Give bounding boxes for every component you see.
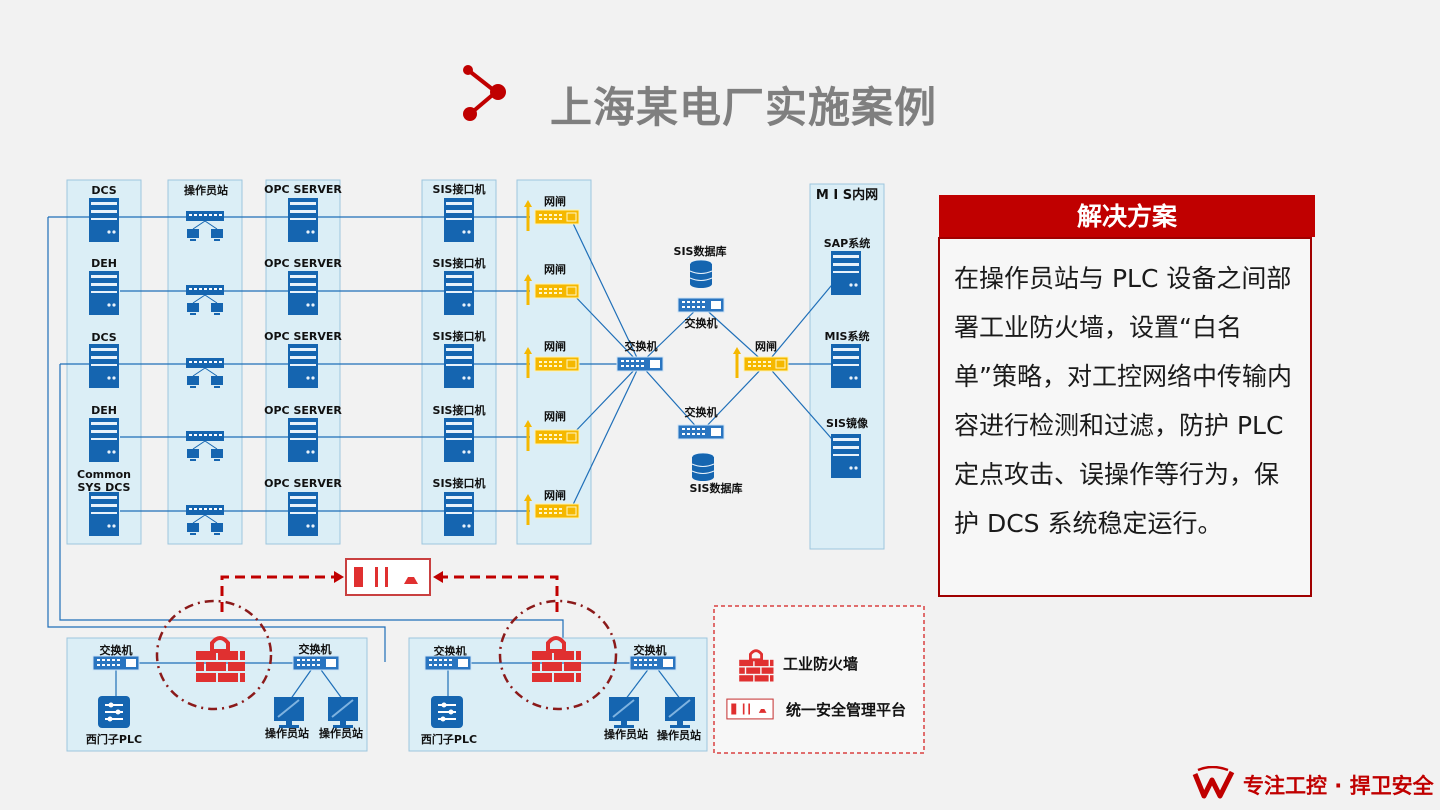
operator-station-label: 操作员站 (657, 728, 701, 742)
legend-firewall-label: 工业防火墙 (783, 655, 858, 673)
switch-icon (424, 655, 472, 671)
plc-label: 西门子PLC (421, 732, 477, 746)
operator-column: 操作员站 (184, 183, 228, 536)
dcs-label: DCS (91, 184, 116, 197)
solution-heading: 解决方案 (939, 195, 1315, 237)
opc-server-icon (288, 492, 318, 536)
switch-label: 交换机 (634, 643, 667, 657)
mis-network: M I S内网 SAP系统 MIS系统 SIS镜像 (816, 187, 878, 478)
sis-mirror-label: SIS镜像 (826, 416, 869, 430)
gateway-label: 网闸 (544, 409, 566, 423)
dcs-server-icon (89, 344, 119, 388)
sis-interface-label: SIS接口机 (433, 403, 486, 417)
opc-server-icon (288, 418, 318, 462)
gateway-label: 网闸 (755, 339, 777, 353)
switch-icon (92, 655, 140, 671)
switch-label: 交换机 (299, 642, 332, 656)
page-title: 上海某电厂实施案例 (550, 83, 938, 132)
mis-system-label: MIS系统 (825, 329, 870, 343)
mis-server-icon (831, 344, 861, 388)
opc-server-icon (288, 198, 318, 242)
sis-interface-icon (444, 418, 474, 462)
legend: 工业防火墙 统一安全管理平台 (713, 605, 925, 754)
dcs-label: DCS (91, 331, 116, 344)
sis-interface-label: SIS接口机 (433, 256, 486, 270)
switch-icon (629, 655, 677, 671)
gateway-label: 网闸 (544, 339, 566, 353)
database-icon (689, 259, 713, 289)
opc-server-icon (288, 271, 318, 315)
solution-text: 在操作员站与 PLC 设备之间部署工业防火墙，设置“白名单”策略，对工控网络中传… (954, 264, 1292, 538)
switch-icon (677, 424, 725, 440)
legend-platform-icon (726, 698, 774, 720)
legend-platform-label: 统一安全管理平台 (786, 701, 906, 719)
gateway-label: 网闸 (544, 488, 566, 502)
sis-db-label: SIS数据库 (674, 244, 727, 258)
security-platform-icon (345, 558, 431, 596)
operator-station-label: 操作员站 (184, 183, 228, 197)
solution-box (938, 237, 1312, 597)
title-logo-icon (463, 65, 506, 121)
operator-station-label: 操作员站 (319, 726, 363, 740)
common-label: Common (77, 468, 131, 481)
sis-interface-label: SIS接口机 (433, 476, 486, 490)
brand-logo-icon (1192, 766, 1235, 799)
sap-server-icon (831, 251, 861, 295)
operator-station-label: 操作员站 (265, 726, 309, 740)
deh-server-icon (89, 271, 119, 315)
sis-db-label: SIS数据库 (690, 481, 743, 495)
switch-icon (677, 297, 725, 313)
dcs-column: DCS DEH DCS DEH Common SYS DCS (77, 184, 131, 536)
opc-server-label: OPC SERVER (264, 404, 342, 417)
opc-server-label: OPC SERVER (264, 183, 342, 196)
sis-interface-icon (444, 198, 474, 242)
sys-dcs-label: SYS DCS (78, 481, 131, 494)
brand-slogan: 专注工控 · 捍卫安全 (1243, 774, 1434, 798)
sis-interface-icon (444, 344, 474, 388)
opc-server-label: OPC SERVER (264, 477, 342, 490)
mis-title: M I S内网 (816, 187, 878, 203)
sis-interface-icon (444, 271, 474, 315)
gateway-column: 网闸 网闸 网闸 网闸 网闸 (522, 194, 581, 527)
opc-column: OPC SERVER OPC SERVER OPC SERVER OPC SER… (264, 183, 342, 536)
core-network: 交换机 SIS数据库 交换机 交换机 SIS数据库 网闸 (616, 244, 790, 495)
opc-server-label: OPC SERVER (264, 330, 342, 343)
management-links (220, 558, 559, 612)
core-switch-icon (616, 356, 664, 372)
subnet-right: 交换机 交换机 西门子PLC 操作员站 操作员站 (408, 599, 708, 752)
deh-server-icon (89, 418, 119, 462)
gateway-label: 网闸 (544, 194, 566, 208)
switch-label: 交换机 (100, 643, 133, 657)
switch-icon (292, 655, 340, 671)
opc-server-label: OPC SERVER (264, 257, 342, 270)
plc-icon (97, 695, 131, 729)
sis-interface-icon (444, 492, 474, 536)
switch-label: 交换机 (685, 405, 718, 419)
sis-column: SIS接口机 SIS接口机 SIS接口机 SIS接口机 SIS接口机 (433, 182, 486, 536)
sis-mirror-server-icon (831, 434, 861, 478)
operator-station-label: 操作员站 (604, 727, 648, 741)
core-switch-label: 交换机 (625, 339, 658, 353)
dcs-server-icon (89, 198, 119, 242)
common-dcs-server-icon (89, 492, 119, 536)
switch-label: 交换机 (434, 644, 467, 658)
deh-label: DEH (91, 257, 117, 270)
gateway-label: 网闸 (544, 262, 566, 276)
opc-server-icon (288, 344, 318, 388)
sis-interface-label: SIS接口机 (433, 329, 486, 343)
subnet-left: 交换机 交换机 西门子PLC 操作员站 操作员站 (66, 599, 368, 752)
plc-icon (430, 695, 464, 729)
deh-label: DEH (91, 404, 117, 417)
sap-label: SAP系统 (824, 236, 871, 250)
plc-label: 西门子PLC (86, 732, 142, 746)
database-icon (691, 452, 715, 482)
sis-interface-label: SIS接口机 (433, 182, 486, 196)
switch-label: 交换机 (685, 316, 718, 330)
